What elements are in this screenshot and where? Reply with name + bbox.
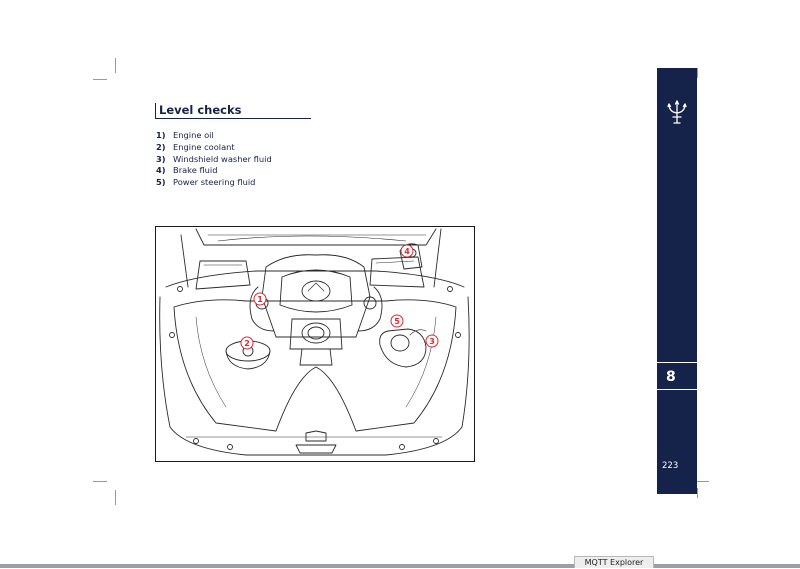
list-item: 4) Brake fluid (156, 165, 272, 177)
list-item: 3) Windshield washer fluid (156, 154, 272, 166)
chapter-number: 8 (657, 362, 697, 390)
item-number: 2) (156, 141, 166, 152)
callout-coolant: 2 (240, 336, 254, 350)
trident-logo-icon (667, 100, 687, 124)
crop-mark (697, 68, 698, 78)
callout-label: 5 (394, 317, 400, 326)
page-number: 223 (662, 461, 679, 471)
crop-mark (93, 481, 107, 482)
callout-brake-fluid: 4 (400, 244, 414, 258)
item-label: Brake fluid (173, 165, 218, 176)
item-number: 1) (156, 130, 166, 140)
section-title: Level checks (155, 103, 311, 119)
callout-label: 1 (257, 295, 263, 304)
callout-label: 2 (244, 339, 250, 348)
crop-mark (697, 481, 709, 482)
callout-power-steering: 5 (390, 314, 404, 328)
list-item: 5) Power steering fluid (156, 177, 272, 189)
item-label: Power steering fluid (173, 177, 256, 188)
item-number: 4) (156, 165, 166, 176)
crop-mark (115, 58, 116, 73)
taskbar (0, 564, 800, 568)
callout-washer-fluid: 3 (425, 334, 439, 348)
callout-label: 4 (404, 247, 410, 256)
chapter-side-tab: 8 223 (657, 68, 697, 494)
item-number: 3) (156, 153, 166, 164)
item-label: Engine oil (173, 130, 214, 140)
list-item: 2) Engine coolant (156, 142, 272, 154)
taskbar-app-button[interactable]: MQTT Explorer (574, 556, 654, 568)
item-label: Engine coolant (173, 141, 235, 152)
engine-bay-illustration: 1 2 3 4 5 (155, 226, 475, 462)
item-number: 5) (156, 177, 166, 188)
level-check-list: 1) Engine oil 2) Engine coolant 3) Windshie… (156, 130, 272, 189)
crop-mark (93, 79, 107, 80)
crop-mark (697, 488, 698, 498)
callout-label: 3 (429, 337, 435, 346)
crop-mark (115, 490, 116, 505)
item-label: Windshield washer fluid (173, 153, 272, 164)
callout-engine-oil: 1 (253, 292, 267, 306)
list-item: 1) Engine oil (156, 130, 272, 142)
engine-bay-drawing: 1 2 3 4 5 (159, 228, 470, 456)
